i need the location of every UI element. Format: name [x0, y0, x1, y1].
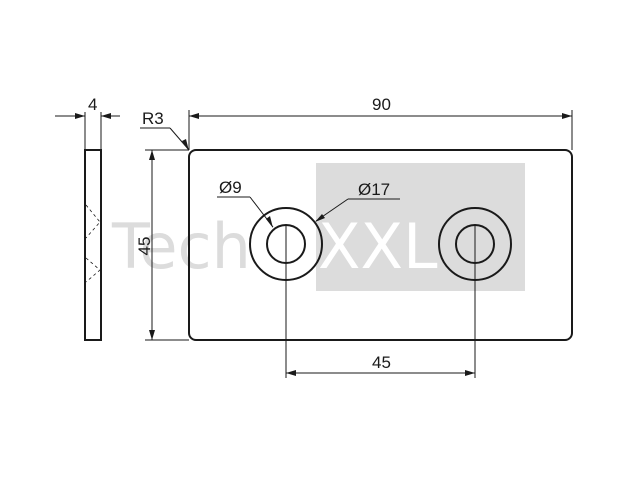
side-view — [84, 149, 102, 341]
height-dimension: 45 — [135, 149, 189, 341]
side-view-hidden-lines — [85, 204, 101, 283]
hole-spacing-label: 45 — [372, 353, 391, 372]
plate-outline — [188, 149, 573, 341]
counterbore-diameter-callout: Ø17 — [315, 180, 400, 222]
hole-spacing-dimension: 45 — [285, 225, 476, 378]
counterbore-diameter-label: Ø17 — [358, 180, 390, 199]
length-label: 90 — [372, 95, 391, 114]
side-view-outline — [84, 149, 102, 341]
thickness-dimension: 4 — [55, 95, 120, 150]
height-label: 45 — [135, 237, 154, 256]
radius-callout: R3 — [140, 109, 190, 151]
length-dimension: 90 — [188, 95, 573, 150]
hole-diameter-label: Ø9 — [219, 178, 242, 197]
watermark-right-text: XXL — [318, 210, 438, 283]
watermark-left-text: Tech — [111, 210, 251, 283]
watermark-box — [316, 163, 525, 291]
watermark: Tech XXL — [111, 163, 525, 291]
radius-label: R3 — [142, 109, 164, 128]
hole-diameter-callout: Ø9 — [217, 178, 274, 228]
thickness-label: 4 — [88, 95, 97, 114]
